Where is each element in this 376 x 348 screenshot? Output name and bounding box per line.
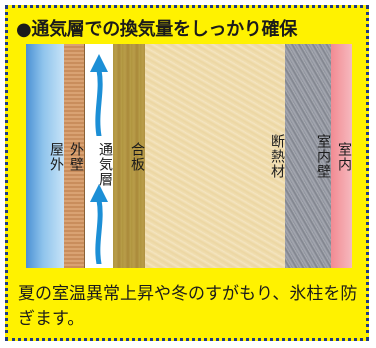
layer-inside: 室内 [331,44,352,268]
airflow-arrow-icon [90,184,108,264]
layer-air-gap: 通気層 [85,44,113,268]
layer-label-outside: 屋外 [48,142,64,172]
wall-cross-section: 屋外 外壁 通気層 合板 断熱材 室内壁 室内 [26,44,352,268]
description-text: 夏の室温異常上昇や冬のすがもり、氷柱を防ぎます。 [18,284,358,329]
panel-title: ●通気層での換気量をしっかり確保 [16,19,297,40]
layer-label-inner-wall: 室内壁 [315,134,331,179]
layer-label-outer-wall: 外壁 [68,142,84,172]
layer-inner-wall: 室内壁 [285,44,331,268]
layer-plywood: 合板 [113,44,145,268]
layer-outside: 屋外 [26,44,64,268]
layer-insulation: 断熱材 [145,44,285,268]
layer-outer-wall: 外壁 [64,44,85,268]
layer-label-insulation: 断熱材 [269,134,285,179]
layer-label-air-gap: 通気層 [97,142,113,187]
layer-label-inside: 室内 [336,142,352,172]
airflow-arrow-icon [90,54,108,136]
layer-label-plywood: 合板 [129,142,145,172]
